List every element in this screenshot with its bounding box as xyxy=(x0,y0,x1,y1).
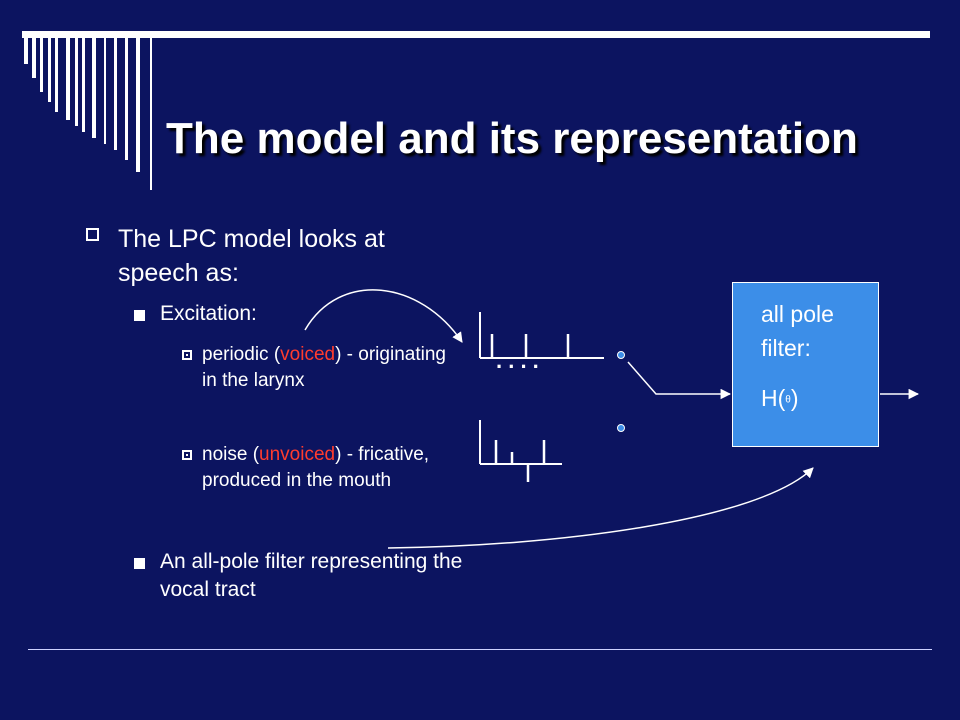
decor-bar xyxy=(125,38,128,160)
bullet-excitation: Excitation: xyxy=(134,300,464,328)
bullet-excitation-text: Excitation: xyxy=(160,302,257,325)
decor-bar xyxy=(114,38,117,150)
decor-bar xyxy=(150,38,152,190)
bullet-intro-text: The LPC model looks at speech as: xyxy=(118,225,385,287)
decor-bar xyxy=(32,38,36,78)
noise-text-before: noise ( xyxy=(202,444,260,465)
pulse-ellipsis: . . . . xyxy=(496,348,539,373)
switch-node-unvoiced xyxy=(617,424,625,432)
top-rule xyxy=(22,31,930,38)
bullet-filter: An all-pole filter representing the voca… xyxy=(134,548,464,604)
transfer-function: H(θ) xyxy=(761,385,799,412)
bullet-filter-text: An all-pole filter representing the voca… xyxy=(160,550,463,601)
decor-bar xyxy=(104,38,106,144)
noise-text-after: ) - fricative, produced in the mouth xyxy=(202,444,430,491)
bullet-intro: The LPC model looks at speech as: xyxy=(86,222,466,290)
noise-signal xyxy=(479,420,562,482)
square-bullet-icon xyxy=(86,228,99,241)
filled-square-bullet-icon xyxy=(134,558,145,569)
bullet-periodic-text: periodic (voiced) - originating in the l… xyxy=(182,342,454,394)
decor-bar xyxy=(82,38,85,132)
transfer-suffix: ) xyxy=(790,385,799,411)
decor-bar xyxy=(66,38,70,120)
filled-square-bullet-icon xyxy=(134,310,145,321)
switch-node-voiced xyxy=(617,351,625,359)
hollow-square-bullet-icon xyxy=(182,350,192,360)
decor-bar xyxy=(136,38,140,172)
decor-bar xyxy=(75,38,78,126)
bullet-noise: noise (unvoiced) - fricative, produced i… xyxy=(182,442,454,494)
bullet-noise-text: noise (unvoiced) - fricative, produced i… xyxy=(182,442,454,494)
filter-pointer-arrow xyxy=(387,467,814,549)
decor-bar xyxy=(48,38,51,102)
decor-bar xyxy=(92,38,96,138)
excitation-pointer-arrow xyxy=(304,289,463,343)
decor-bar xyxy=(55,38,58,112)
hollow-square-bullet-icon xyxy=(182,450,192,460)
all-pole-filter-box: all pole filter: H(θ) xyxy=(732,282,879,447)
periodic-text-after: ) - originating in the larynx xyxy=(202,344,446,391)
slide-title: The model and its representation xyxy=(166,114,858,163)
transfer-prefix: H( xyxy=(761,385,786,411)
unvoiced-highlight: unvoiced xyxy=(259,444,336,465)
switch-arm-line xyxy=(627,361,732,400)
periodic-text-before: periodic ( xyxy=(202,344,281,365)
pulse-train-signal xyxy=(479,312,604,359)
bullet-periodic: periodic (voiced) - originating in the l… xyxy=(182,342,454,394)
theta-symbol: θ xyxy=(785,394,791,406)
decor-bar xyxy=(40,38,43,92)
filter-box-label: all pole filter: xyxy=(761,301,834,361)
decor-bar xyxy=(24,38,28,64)
bottom-rule xyxy=(28,649,932,650)
voiced-highlight: voiced xyxy=(280,344,336,365)
